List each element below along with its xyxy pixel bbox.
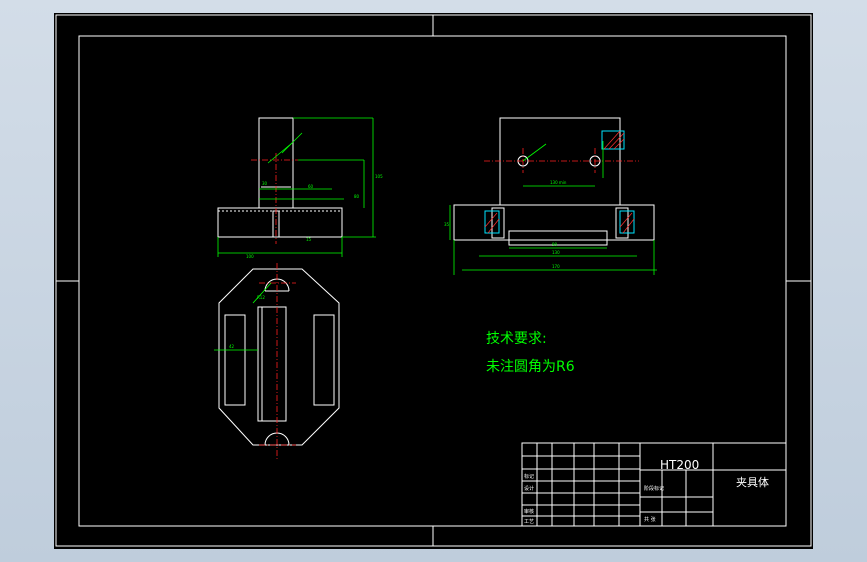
title-block-material: HT200	[660, 458, 699, 472]
front-view: 100 105 80 60 30 15	[217, 117, 383, 259]
svg-text:审核: 审核	[524, 508, 534, 515]
svg-text:阶段标记: 阶段标记	[644, 485, 664, 492]
svg-text:标记: 标记	[524, 473, 534, 480]
svg-text:42: 42	[229, 344, 235, 349]
svg-text:共 张: 共 张	[644, 516, 656, 523]
tech-req-line1: 未注圆角为R6	[486, 359, 575, 375]
side-view: 130 min 90 130 170 35	[444, 117, 657, 275]
svg-text:170: 170	[552, 264, 560, 269]
svg-text:35: 35	[444, 222, 450, 227]
title-block-part-name: 夹具体	[736, 475, 769, 489]
top-view: 42 R12	[214, 263, 340, 461]
svg-text:105: 105	[375, 174, 383, 179]
svg-text:R12: R12	[257, 295, 265, 300]
drawing-canvas[interactable]: 100 105 80 60 30 15	[54, 13, 813, 549]
centering-marks	[56, 15, 811, 546]
drawing-svg: 100 105 80 60 30 15	[55, 14, 812, 547]
svg-text:30: 30	[262, 181, 268, 186]
svg-text:设计: 设计	[524, 485, 534, 492]
svg-text:100: 100	[246, 254, 254, 259]
title-block: 标记 设计 审核 工艺 阶段标记 共 张	[521, 442, 787, 527]
drawing-frame	[78, 35, 787, 527]
tech-req-title: 技术要求:	[486, 331, 547, 347]
svg-text:60: 60	[308, 184, 314, 189]
svg-text:130: 130	[552, 250, 560, 255]
svg-text:15: 15	[306, 237, 312, 242]
svg-text:工艺: 工艺	[524, 519, 534, 525]
svg-text:130 min: 130 min	[550, 180, 567, 185]
svg-text:90: 90	[552, 242, 558, 247]
svg-text:80: 80	[354, 194, 360, 199]
